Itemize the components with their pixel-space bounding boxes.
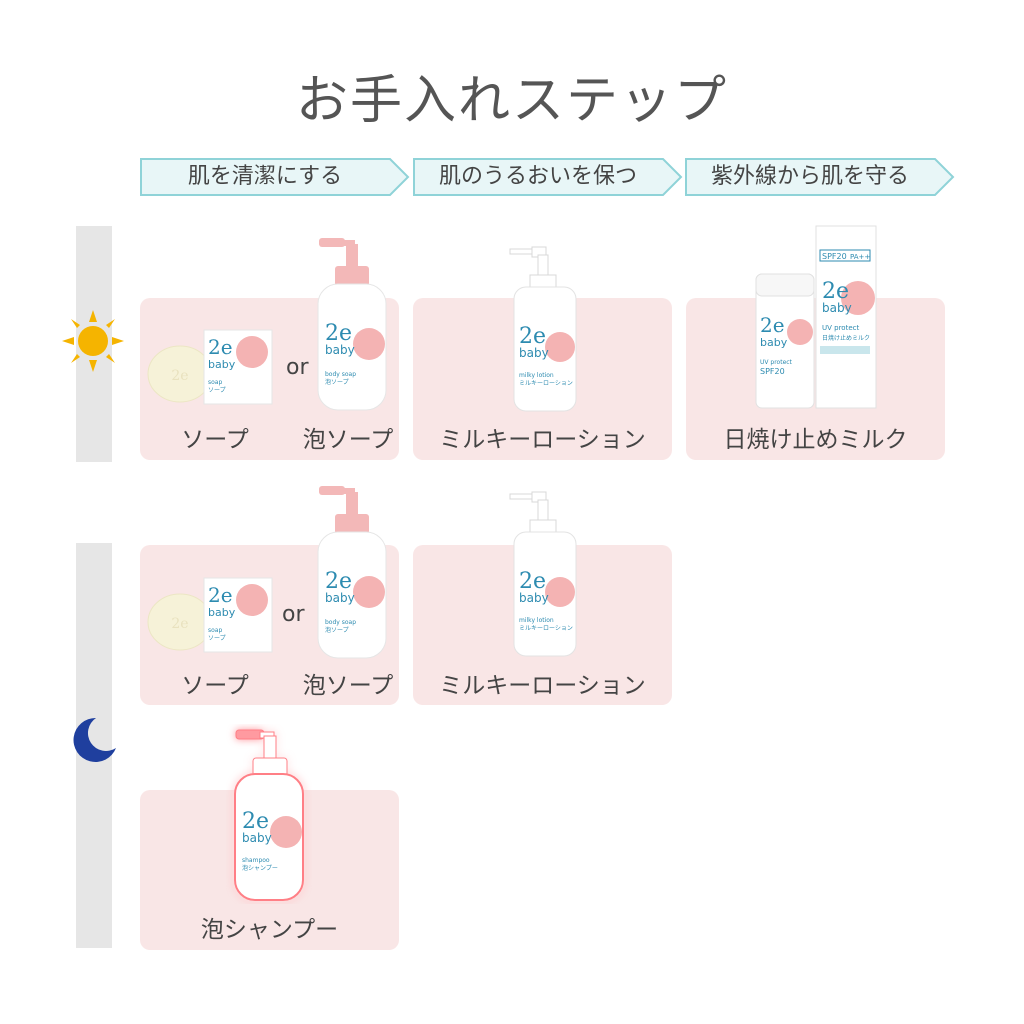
foam-soap-product-night: 2e baby body soap 泡ソープ (317, 486, 387, 659)
svg-text:baby: baby (519, 591, 549, 605)
svg-text:2e: 2e (519, 569, 546, 594)
moon-icon (73, 717, 116, 762)
label-soap-night: ソープ (181, 673, 249, 699)
svg-text:ソープ: ソープ (208, 635, 226, 642)
svg-text:baby: baby (208, 358, 236, 371)
label-milky-lotion-night: ミルキーローション (439, 673, 646, 699)
svg-text:UV protect: UV protect (760, 359, 793, 366)
label-milky-lotion: ミルキーローション (439, 427, 646, 453)
svg-text:body soap: body soap (325, 619, 356, 626)
svg-text:PA++: PA++ (850, 253, 870, 261)
svg-text:SPF20: SPF20 (760, 367, 785, 376)
svg-text:2e: 2e (519, 324, 546, 349)
svg-text:baby: baby (242, 831, 272, 845)
svg-text:baby: baby (822, 301, 852, 315)
sun-icon (62, 310, 124, 372)
svg-text:baby: baby (325, 591, 355, 605)
svg-text:2e: 2e (822, 279, 849, 304)
svg-text:泡ソープ: 泡ソープ (325, 626, 349, 634)
label-soap: ソープ (181, 427, 249, 453)
svg-text:milky lotion: milky lotion (519, 617, 554, 624)
sunscreen-product: SPF20 PA++ 2e baby UV protect 日焼け止めミルク 2… (755, 225, 877, 409)
svg-text:2e: 2e (325, 321, 352, 346)
milky-lotion-product-night: 2e baby milky lotion ミルキーローション (509, 491, 577, 657)
svg-text:SPF20: SPF20 (822, 252, 847, 261)
svg-text:baby: baby (208, 606, 236, 619)
label-sunscreen: 日焼け止めミルク (723, 427, 908, 453)
svg-text:soap: soap (208, 627, 222, 634)
label-foam-soap: 泡ソープ (302, 427, 394, 453)
svg-text:2e: 2e (208, 583, 233, 607)
svg-text:baby: baby (519, 346, 549, 360)
svg-text:2e: 2e (171, 616, 188, 632)
step-uv-protect-label: 紫外線から肌を守る (710, 164, 909, 189)
or-connector-night: or (282, 602, 305, 627)
foam-shampoo-product: 2e baby shampoo 泡シャンプー (234, 729, 304, 901)
or-connector: or (286, 355, 309, 380)
svg-text:milky lotion: milky lotion (519, 372, 554, 379)
svg-text:ソープ: ソープ (208, 387, 226, 394)
label-foam-soap-night: 泡ソープ (302, 673, 394, 699)
svg-text:泡シャンプー: 泡シャンプー (242, 864, 278, 872)
svg-text:2e: 2e (760, 313, 785, 337)
page-title: お手入れステップ (295, 71, 728, 131)
step-moisturize-label: 肌のうるおいを保つ (438, 164, 637, 189)
svg-text:baby: baby (325, 343, 355, 357)
foam-soap-product: 2e baby body soap 泡ソープ (317, 238, 387, 411)
svg-text:baby: baby (760, 336, 788, 349)
svg-text:泡ソープ: 泡ソープ (325, 378, 349, 386)
svg-text:ミルキーローション: ミルキーローション (519, 625, 573, 632)
step-cleanse-label: 肌を清潔にする (187, 164, 343, 189)
brand-text: 2e (208, 335, 233, 359)
svg-text:2e: 2e (242, 809, 269, 834)
soap-product-night: 2e 2e baby soap ソープ (147, 577, 273, 653)
svg-text:body soap: body soap (325, 371, 356, 378)
svg-text:2e: 2e (325, 569, 352, 594)
svg-text:soap: soap (208, 379, 222, 386)
svg-text:shampoo: shampoo (242, 857, 270, 864)
svg-text:2e: 2e (171, 368, 188, 384)
svg-text:日焼け止めミルク: 日焼け止めミルク (822, 334, 870, 342)
milky-lotion-product: 2e baby milky lotion ミルキーローション (509, 246, 577, 412)
svg-text:ミルキーローション: ミルキーローション (519, 380, 573, 387)
svg-text:UV protect: UV protect (822, 324, 859, 332)
soap-product: 2e 2e baby soap ソープ (147, 329, 273, 405)
label-foam-shampoo: 泡シャンプー (200, 917, 339, 943)
